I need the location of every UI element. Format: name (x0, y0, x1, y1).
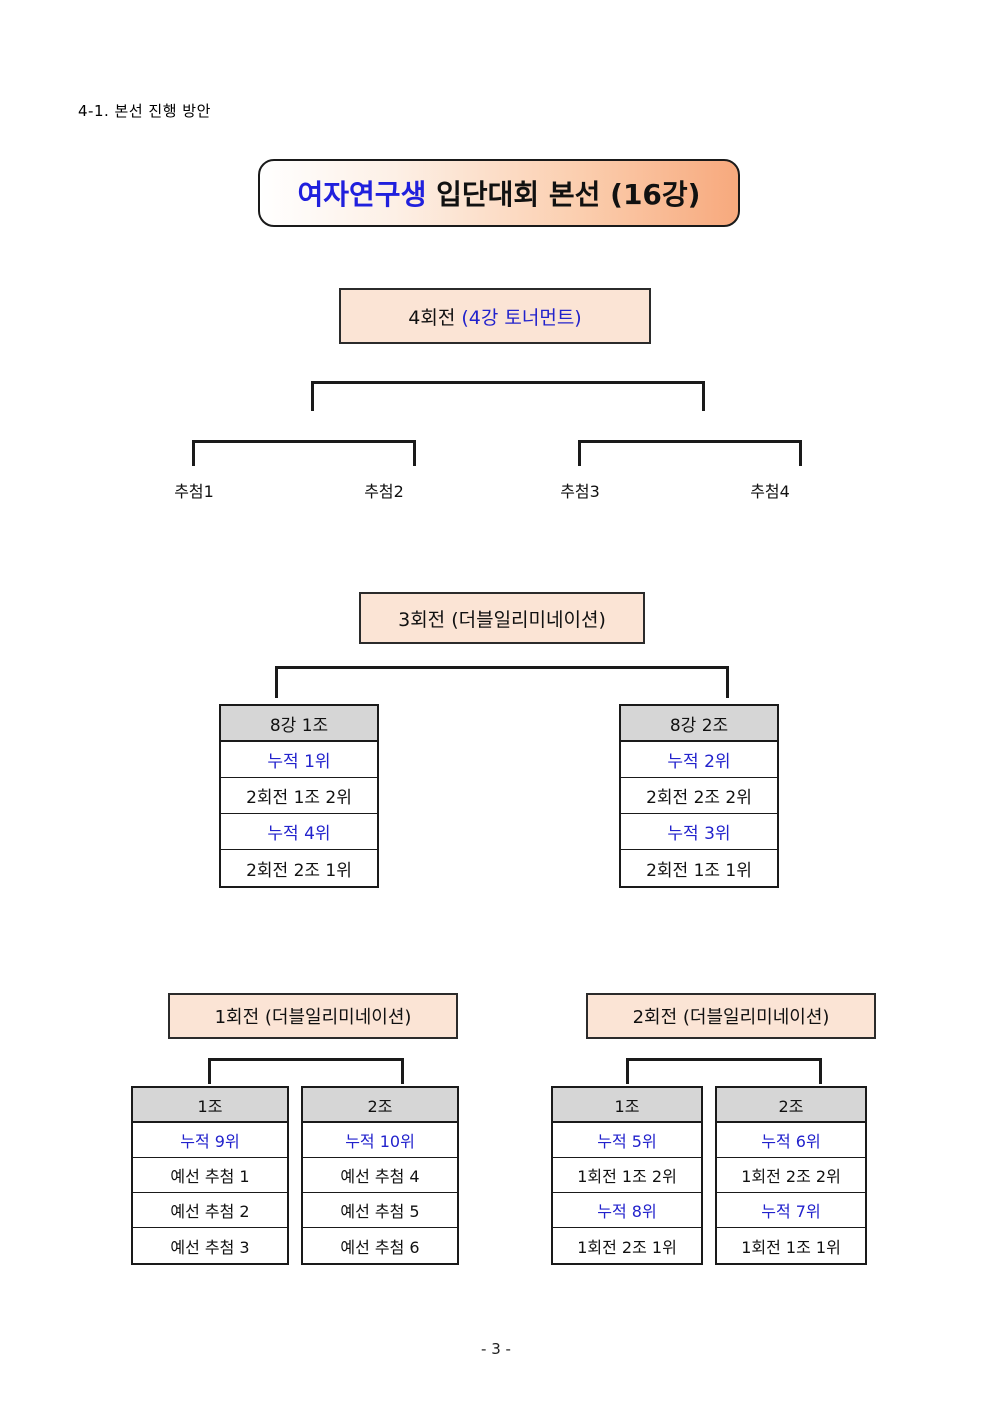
table-row: 1회전 1조 1위 (741, 1237, 841, 1257)
table-row: 2회전 1조 2위 (221, 778, 377, 814)
section-heading: 4-1. 본선 진행 방안 (78, 102, 211, 120)
seed-label-1: 추첨1 (174, 482, 214, 501)
table-header: 2조 (717, 1088, 865, 1123)
table-row: 누적 2위 (621, 742, 777, 778)
table-row: 2회전 2조 1위 (246, 860, 352, 881)
table-header: 8강 1조 (221, 706, 377, 742)
table-row: 예선 추첨 5 (303, 1193, 457, 1228)
table-round2-group1: 1조 누적 5위 1회전 1조 2위 누적 8위 1회전 2조 1위 (551, 1086, 703, 1265)
tournament-title-text: 여자연구생 입단대회 본선 (16강) (298, 173, 701, 213)
table-row: 2회전 2조 2위 (621, 778, 777, 814)
table-row: 예선 추첨 6 (340, 1237, 420, 1257)
table-row: 예선 추첨 2 (133, 1193, 287, 1228)
table-row: 2회전 1조 1위 (646, 860, 752, 881)
table-header: 8강 2조 (621, 706, 777, 742)
table-row: 1회전 2조 2위 (717, 1158, 865, 1193)
seed-label-4: 추첨4 (750, 482, 790, 501)
round-3-label: 3회전 (더블일리미네이션) (398, 608, 606, 631)
page-number-footer: - 3 - (481, 1340, 511, 1358)
bracket-connector-round3 (275, 666, 729, 698)
table-header: 2조 (303, 1088, 457, 1123)
round-1-label: 1회전 (더블일리미네이션) (214, 1007, 412, 1028)
table-row: 예선 추첨 4 (303, 1158, 457, 1193)
bracket-connector-round2 (626, 1058, 822, 1084)
table-row: 누적 5위 (553, 1123, 701, 1158)
bracket-connector-semifinal-right (578, 440, 802, 466)
bracket-connector-round1 (208, 1058, 404, 1084)
table-quarterfinal-group1: 8강 1조 누적 1위 2회전 1조 2위 누적 4위 2회전 2조 1위 (219, 704, 379, 888)
table-round1-group1: 1조 누적 9위 예선 추첨 1 예선 추첨 2 예선 추첨 3 (131, 1086, 289, 1265)
table-row: 1회전 1조 2위 (553, 1158, 701, 1193)
title-highlight: 여자연구생 (297, 178, 427, 211)
title-rest: 입단대회 본선 (16강) (426, 178, 701, 211)
table-round2-group2: 2조 누적 6위 1회전 2조 2위 누적 7위 1회전 1조 1위 (715, 1086, 867, 1265)
table-row: 누적 10위 (303, 1123, 457, 1158)
seed-label-3: 추첨3 (560, 482, 600, 501)
table-header: 1조 (133, 1088, 287, 1123)
table-row: 누적 9위 (133, 1123, 287, 1158)
table-row: 누적 4위 (221, 814, 377, 850)
table-row: 예선 추첨 3 (170, 1237, 250, 1257)
table-header: 1조 (553, 1088, 701, 1123)
round-4-label-main: 4회전 (408, 306, 462, 329)
tournament-title-banner: 여자연구생 입단대회 본선 (16강) (258, 159, 740, 227)
table-row: 누적 7위 (717, 1193, 865, 1228)
table-row: 누적 3위 (621, 814, 777, 850)
bracket-connector-semifinal-left (192, 440, 416, 466)
table-round1-group2: 2조 누적 10위 예선 추첨 4 예선 추첨 5 예선 추첨 6 (301, 1086, 459, 1265)
round-4-label-box: 4회전 (4강 토너먼트) (339, 288, 651, 344)
table-row: 누적 6위 (717, 1123, 865, 1158)
table-row: 1회전 2조 1위 (577, 1237, 677, 1257)
round-3-label-box: 3회전 (더블일리미네이션) (359, 592, 645, 644)
table-row: 누적 1위 (221, 742, 377, 778)
round-2-label: 2회전 (더블일리미네이션) (632, 1007, 830, 1028)
table-row: 누적 8위 (553, 1193, 701, 1228)
round-4-label-accent: (4강 토너먼트) (461, 306, 582, 329)
table-quarterfinal-group2: 8강 2조 누적 2위 2회전 2조 2위 누적 3위 2회전 1조 1위 (619, 704, 779, 888)
seed-label-2: 추첨2 (364, 482, 404, 501)
bracket-connector-final (311, 381, 705, 411)
round-1-label-box: 1회전 (더블일리미네이션) (168, 993, 458, 1039)
round-2-label-box: 2회전 (더블일리미네이션) (586, 993, 876, 1039)
table-row: 예선 추첨 1 (133, 1158, 287, 1193)
